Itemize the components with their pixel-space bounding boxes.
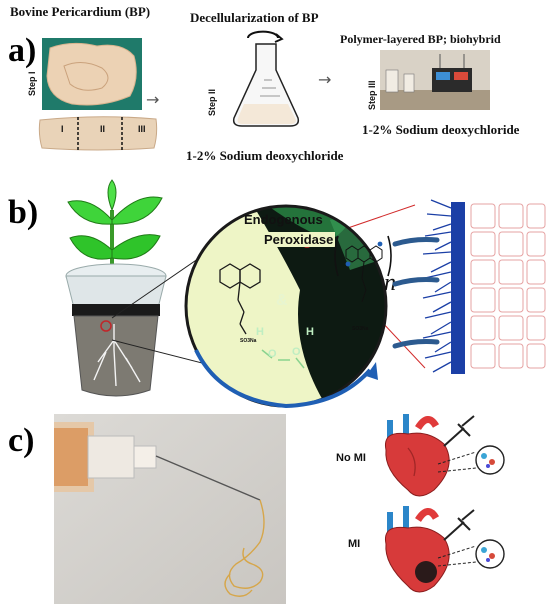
segment-label-1: I [61,124,64,134]
endogenous-label: Endogenous [244,212,323,227]
erlenmeyer-flask-icon [232,30,300,127]
arrow-icon: → [318,70,332,89]
healthy-heart-icon [384,414,505,497]
bovine-pericardium-title: Bovine Pericardium (BP) [10,4,151,19]
mi-label: MI [348,538,361,550]
panel-c-letter: c) [8,422,35,459]
magnified-circle [184,204,388,409]
polymer-layered-title: Polymer-layered BP; biohybrid [340,32,501,46]
ampersand-label: & [276,292,288,309]
syringe-photo [54,414,286,604]
oxygen-1-label: O [268,348,277,360]
lab-setup-photo [380,50,490,110]
pericardium-tissue-photo [42,38,142,110]
repeat-unit-n-label: n [384,270,396,296]
sulfonate-left-label: SO3Na [240,338,257,344]
arrow-icon: → [146,90,160,109]
reagent-label-right: 1-2% Sodium deoxychloride [362,122,520,137]
hydrogen-2-label: H [306,326,314,338]
decellularization-title: Decellularization of BP [190,10,319,25]
plant-pot-illustration [65,179,167,397]
polymer-unit-structure [334,235,392,303]
no-mi-label: No MI [336,452,366,464]
peroxidase-label: Peroxidase [262,232,336,247]
pericardium-strip-photo [38,116,158,151]
oxygen-2-label: O [292,346,301,358]
infarcted-heart-icon [384,506,505,593]
segment-label-2: II [100,124,106,134]
segment-label-3: III [138,124,146,134]
tissue-brush-schematic [392,199,546,374]
sulfonate-right-label: SO3Na [352,326,369,332]
reagent-label-bottom: 1-2% Sodium deoxychloride [186,148,344,163]
panel-a-letter: a) [8,32,37,69]
panel-b-letter: b) [8,194,39,231]
hydrogen-1-label: H [256,326,264,338]
